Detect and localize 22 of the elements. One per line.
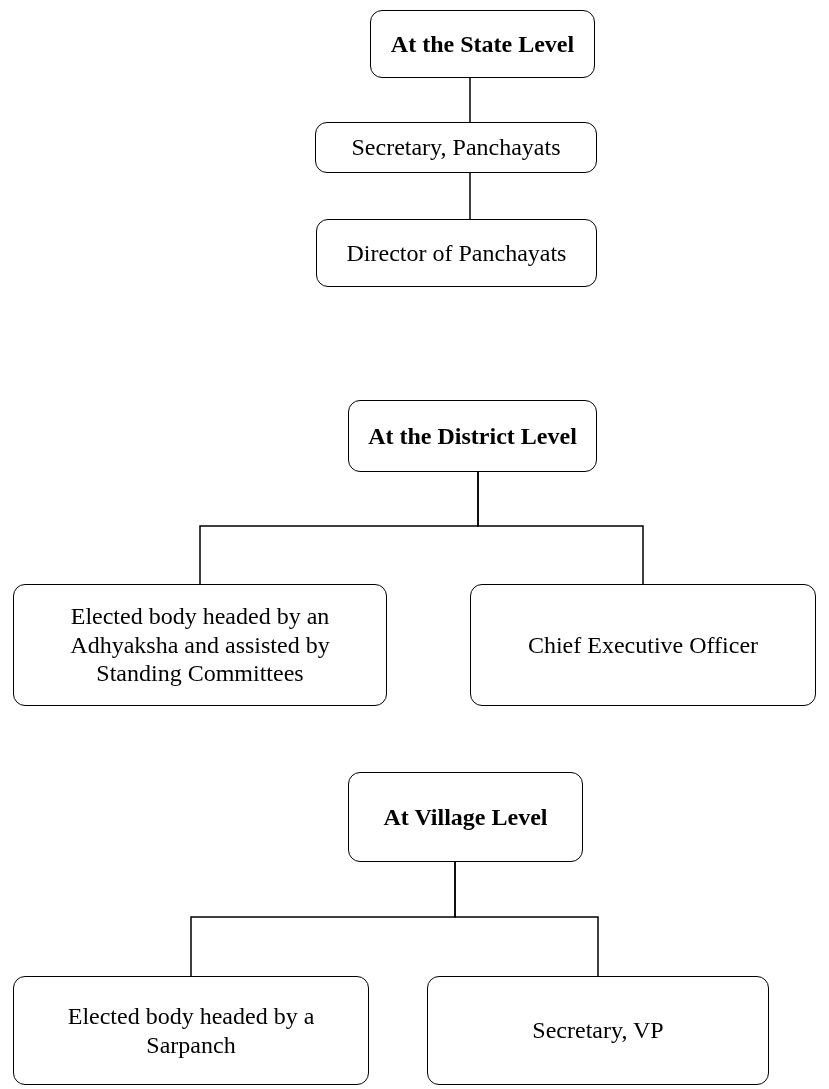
role-text: Secretary, VP bbox=[532, 1016, 664, 1045]
level-heading-box bbox=[348, 772, 583, 862]
connector-line bbox=[454, 861, 599, 977]
role-text: Elected body headed by a Sarpanch bbox=[66, 1001, 316, 1060]
heading-text: At the District Level bbox=[368, 421, 577, 451]
role-text: Secretary, Panchayats bbox=[351, 133, 561, 162]
connector-line bbox=[469, 77, 471, 123]
connector-line bbox=[469, 172, 471, 220]
role-box bbox=[316, 219, 597, 287]
role-text: Elected body headed by an Adhyaksha and assisted by Standing Committees bbox=[69, 601, 331, 689]
heading-text: At the State Level bbox=[390, 29, 575, 59]
role-text: Director of Panchayats bbox=[346, 238, 567, 268]
role-text: Chief Executive Officer bbox=[527, 630, 759, 660]
level-heading-box bbox=[348, 400, 597, 472]
role-box bbox=[13, 584, 387, 706]
role-box bbox=[13, 976, 369, 1085]
connector-line bbox=[477, 471, 644, 585]
role-box bbox=[470, 584, 816, 706]
role-box bbox=[315, 122, 597, 173]
heading-text: At Village Level bbox=[383, 802, 548, 832]
role-box bbox=[427, 976, 769, 1085]
level-heading-box bbox=[370, 10, 595, 78]
